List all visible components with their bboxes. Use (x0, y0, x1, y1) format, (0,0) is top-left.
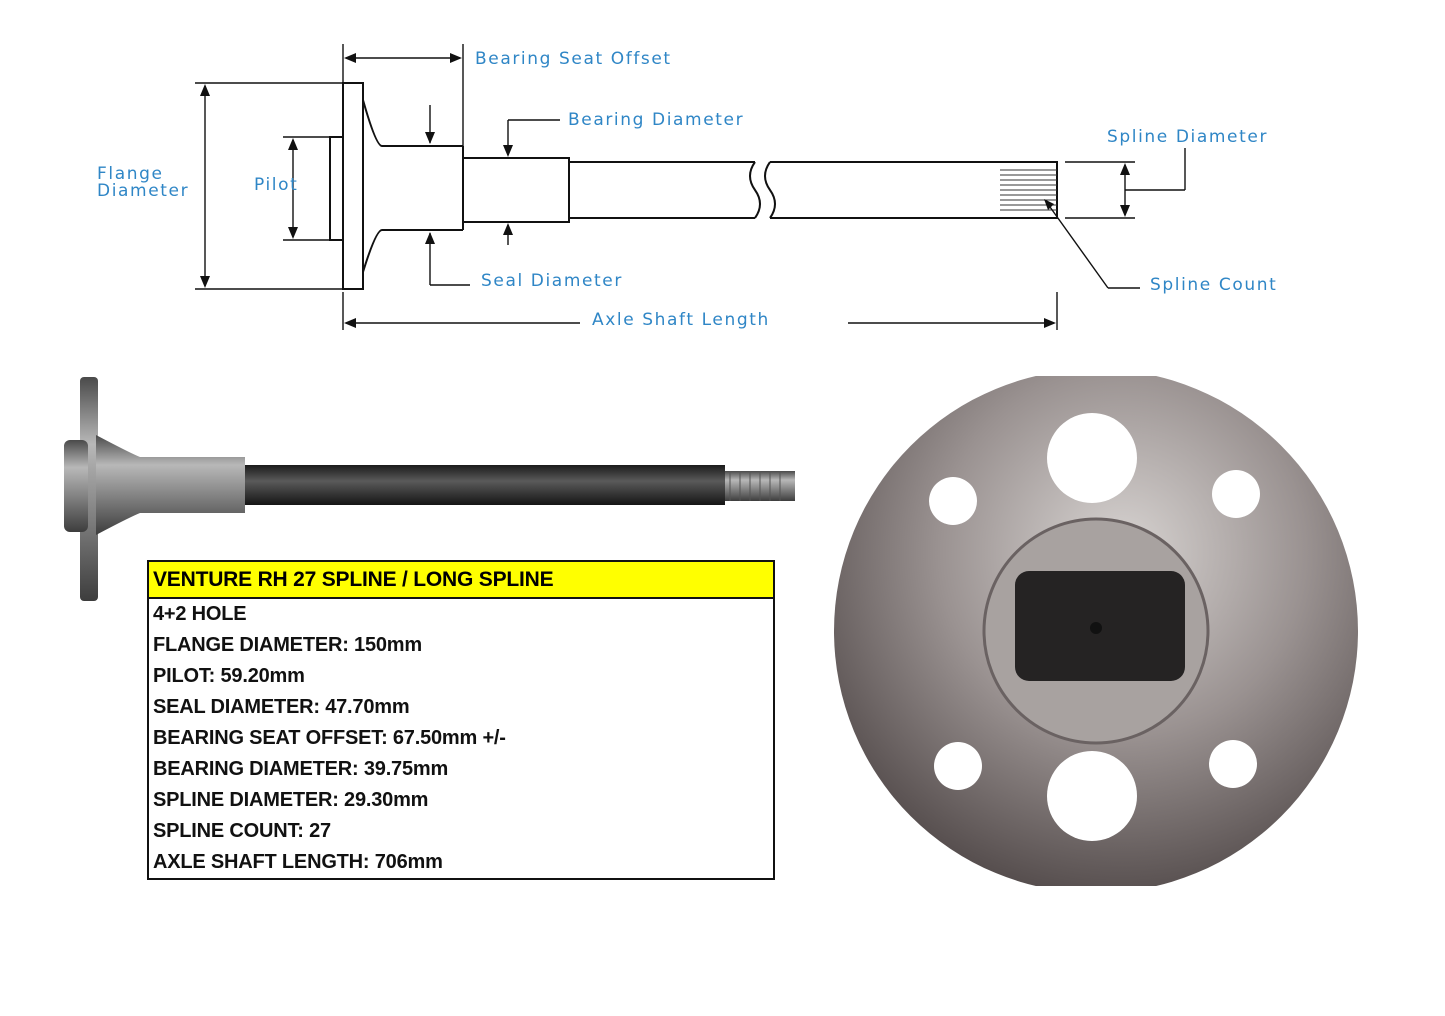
spec-table: VENTURE RH 27 SPLINE / LONG SPLINE 4+2 H… (147, 560, 775, 880)
spec-title: VENTURE RH 27 SPLINE / LONG SPLINE (148, 561, 774, 599)
pilot-outline (329, 136, 344, 241)
spec-row: SPLINE COUNT: 27 (153, 820, 331, 842)
spline-count-leader (1044, 199, 1109, 289)
spec-row: BEARING DIAMETER: 39.75mm (153, 758, 449, 780)
label-bearing-seat-offset: Bearing Seat Offset (475, 49, 672, 69)
spline-hatching (1000, 169, 1057, 211)
label-spline-count: Spline Count (1150, 275, 1278, 295)
spec-row: FLANGE DIAMETER: 150mm (153, 634, 422, 656)
flange-fillet (362, 99, 463, 273)
spec-row: PILOT: 59.20mm (153, 665, 305, 687)
label-pilot: Pilot (254, 175, 299, 195)
spec-row: AXLE SHAFT LENGTH: 706mm (153, 851, 443, 873)
shaft-break (749, 161, 776, 219)
spec-row: SPLINE DIAMETER: 29.30mm (153, 789, 429, 811)
flange-face-photo (834, 376, 1358, 886)
flange-outline (342, 82, 364, 290)
label-axle-shaft-length: Axle Shaft Length (592, 310, 770, 330)
spec-row: BEARING SEAT OFFSET: 67.50mm +/- (153, 727, 506, 749)
label-seal-diameter: Seal Diameter (481, 271, 623, 291)
axle-dimension-diagram (195, 44, 1186, 330)
spec-row: 4+2 HOLE (153, 603, 247, 625)
spec-row: SEAL DIAMETER: 47.70mm (153, 696, 410, 718)
shaft-body (569, 161, 1058, 219)
label-bearing-diameter: Bearing Diameter (568, 110, 745, 130)
label-spline-diameter: Spline Diameter (1107, 127, 1269, 147)
axle-shaft-photo (64, 377, 795, 601)
label-flange-diameter-2: Diameter (97, 181, 190, 201)
label-flange-diameter-1: Flange (97, 164, 164, 184)
bearing-section (463, 157, 570, 223)
